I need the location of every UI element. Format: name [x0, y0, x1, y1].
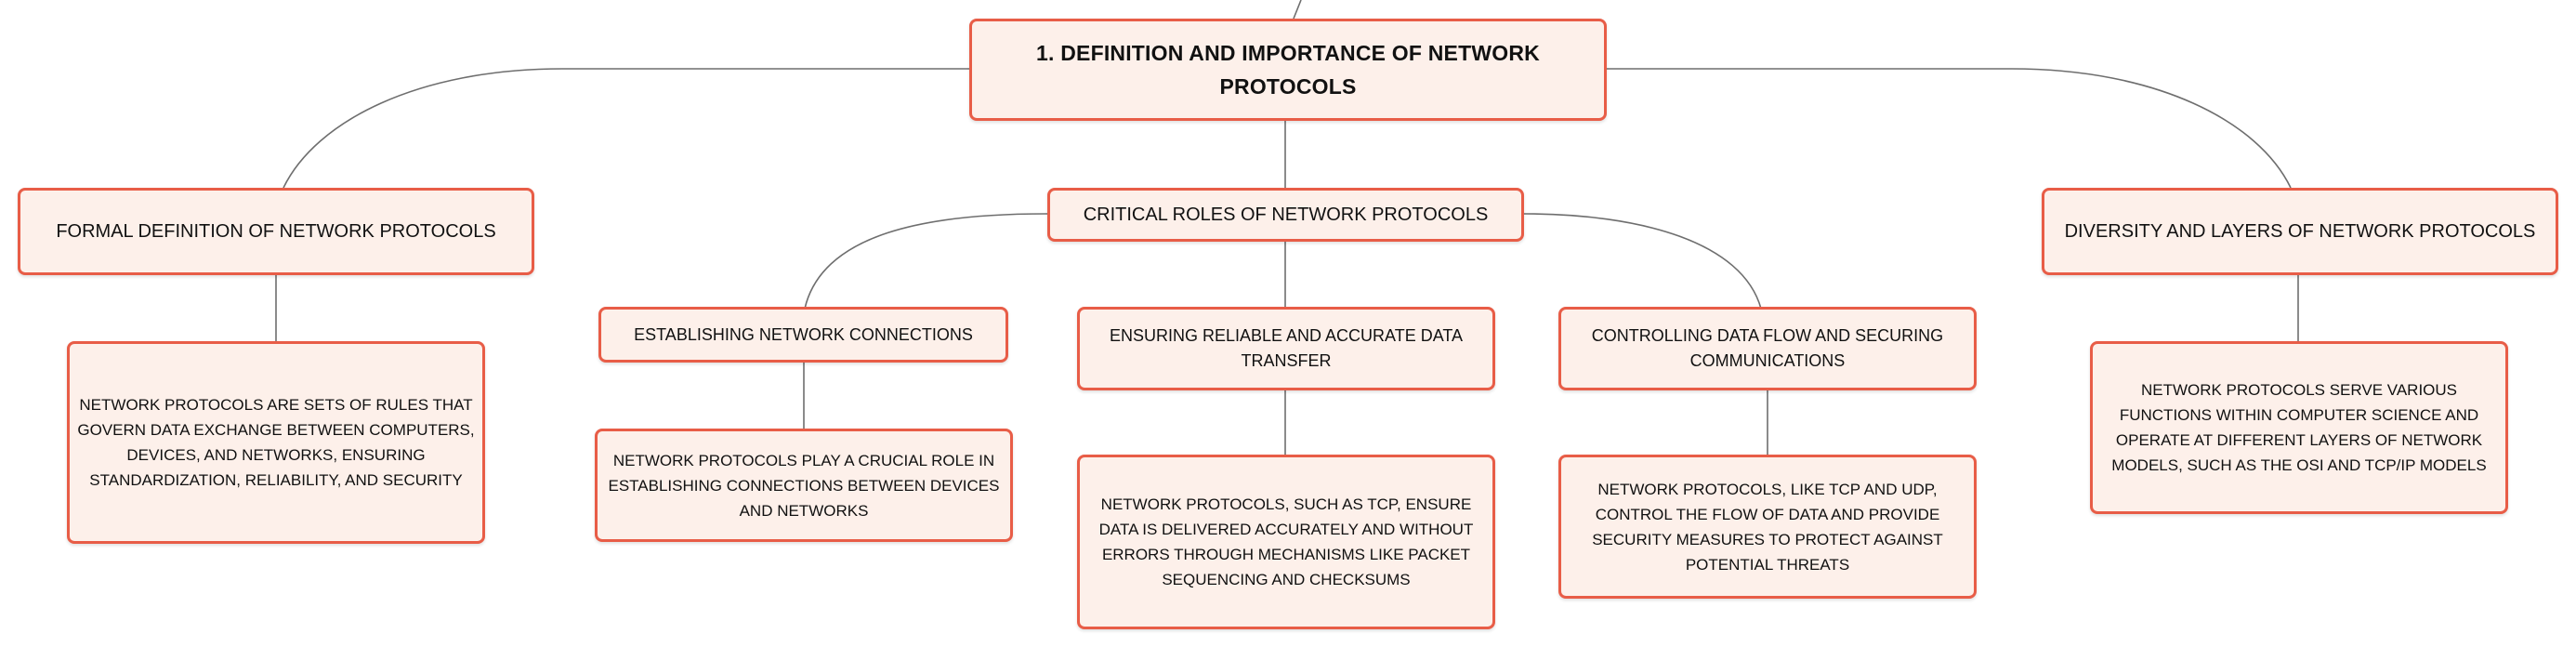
detail-formal-definition-text: NETWORK PROTOCOLS ARE SETS OF RULES THAT…: [77, 396, 475, 489]
connector-critical-connections: [804, 213, 1047, 310]
detail-reliable-transfer-text: NETWORK PROTOCOLS, SUCH AS TCP, ENSURE D…: [1098, 495, 1474, 588]
detail-diversity-layers-text: NETWORK PROTOCOLS SERVE VARIOUS FUNCTION…: [2111, 381, 2487, 474]
subtopic-establishing-connections[interactable]: ESTABLISHING NETWORK CONNECTIONS: [598, 307, 1008, 363]
topic-diversity-layers[interactable]: DIVERSITY AND LAYERS OF NETWORK PROTOCOL…: [2042, 188, 2558, 275]
topic-diversity-layers-label: DIVERSITY AND LAYERS OF NETWORK PROTOCOL…: [2064, 221, 2536, 242]
topic-formal-definition[interactable]: FORMAL DEFINITION OF NETWORK PROTOCOLS: [18, 188, 534, 275]
subtopic-data-flow-security-label: CONTROLLING DATA FLOW AND SECURING COMMU…: [1591, 326, 1944, 370]
subtopic-reliable-transfer-label: ENSURING RELIABLE AND ACCURATE DATA TRAN…: [1109, 326, 1464, 370]
connector-root-diversity: [1606, 68, 2292, 189]
detail-data-flow-security[interactable]: NETWORK PROTOCOLS, LIKE TCP AND UDP, CON…: [1558, 455, 1977, 599]
detail-formal-definition[interactable]: NETWORK PROTOCOLS ARE SETS OF RULES THAT…: [67, 341, 485, 544]
connector-root-formal: [283, 68, 969, 189]
topic-critical-roles-label: CRITICAL ROLES OF NETWORK PROTOCOLS: [1083, 205, 1489, 225]
subtopic-establishing-connections-label: ESTABLISHING NETWORK CONNECTIONS: [634, 324, 973, 344]
root-topic-label: 1. DEFINITION AND IMPORTANCE OF NETWORK …: [1036, 41, 1540, 99]
subtopic-data-flow-security[interactable]: CONTROLLING DATA FLOW AND SECURING COMMU…: [1558, 307, 1977, 390]
detail-establishing-connections[interactable]: NETWORK PROTOCOLS PLAY A CRUCIAL ROLE IN…: [595, 429, 1013, 542]
topic-formal-definition-label: FORMAL DEFINITION OF NETWORK PROTOCOLS: [56, 221, 496, 242]
connector-critical-flow: [1523, 213, 1762, 310]
detail-reliable-transfer[interactable]: NETWORK PROTOCOLS, SUCH AS TCP, ENSURE D…: [1077, 455, 1495, 629]
detail-establishing-connections-text: NETWORK PROTOCOLS PLAY A CRUCIAL ROLE IN…: [608, 451, 1000, 520]
topic-critical-roles[interactable]: CRITICAL ROLES OF NETWORK PROTOCOLS: [1047, 188, 1524, 242]
connector-root-parent: [1293, 0, 1302, 20]
detail-diversity-layers[interactable]: NETWORK PROTOCOLS SERVE VARIOUS FUNCTION…: [2090, 341, 2508, 514]
subtopic-reliable-transfer[interactable]: ENSURING RELIABLE AND ACCURATE DATA TRAN…: [1077, 307, 1495, 390]
root-topic[interactable]: 1. DEFINITION AND IMPORTANCE OF NETWORK …: [969, 19, 1607, 121]
detail-data-flow-security-text: NETWORK PROTOCOLS, LIKE TCP AND UDP, CON…: [1592, 480, 1943, 574]
